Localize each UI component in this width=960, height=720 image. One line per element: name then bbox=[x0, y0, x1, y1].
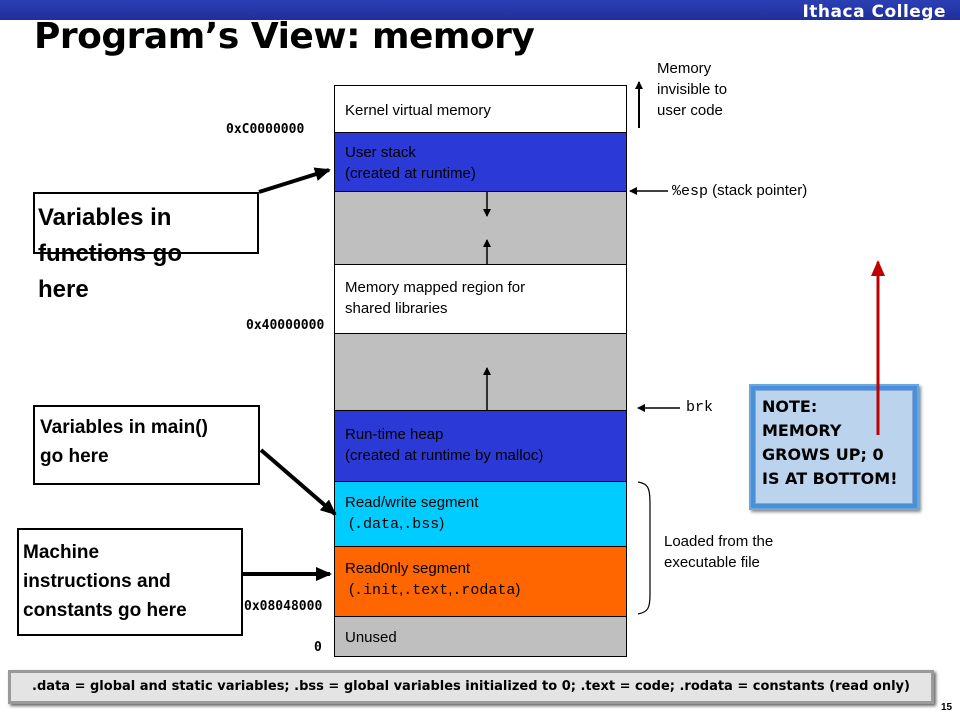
callout-functions-line3: here bbox=[38, 276, 89, 303]
rw-data: .data bbox=[354, 516, 400, 533]
rw-label: Read/write segment bbox=[345, 494, 479, 511]
rw-sep: , bbox=[399, 515, 404, 532]
page-number: 15 bbox=[941, 702, 953, 713]
mmap-sublabel: shared libraries bbox=[345, 300, 448, 317]
segment-gap-lower bbox=[334, 333, 627, 411]
invisible-note: Memory invisible to user code bbox=[657, 58, 727, 121]
loaded-brace bbox=[637, 481, 651, 615]
rw-paren-close: ) bbox=[439, 515, 445, 532]
slide-title: Program’s View: memory bbox=[34, 16, 535, 57]
rw-sections: (.data,.bss) bbox=[345, 513, 626, 535]
heap-sublabel: (created at runtime by malloc) bbox=[345, 447, 544, 464]
address-shared-libs: 0x40000000 bbox=[246, 318, 325, 333]
unused-label: Unused bbox=[345, 629, 397, 646]
ro-sep1: , bbox=[399, 581, 404, 598]
segment-read-write: Read/write segment (.data,.bss) bbox=[334, 481, 627, 547]
address-zero: 0 bbox=[314, 640, 322, 655]
address-program-start: 0x08048000 bbox=[244, 599, 323, 614]
ro-label: Read0nly segment bbox=[345, 560, 471, 577]
address-kernel-boundary: 0xC0000000 bbox=[226, 122, 305, 137]
rw-paren-open: ( bbox=[349, 515, 354, 532]
callout-functions-line2: functions go bbox=[38, 240, 182, 267]
loaded-note: Loaded from the executable file bbox=[664, 531, 773, 573]
note-line3: GROWS UP; 0 bbox=[762, 445, 884, 464]
stack-label: User stack bbox=[345, 144, 416, 161]
ro-paren-close: ) bbox=[515, 581, 521, 598]
main-callout-arrow bbox=[259, 448, 337, 516]
segment-gap-upper bbox=[334, 191, 627, 265]
ro-text: .text bbox=[403, 582, 449, 599]
header-bar bbox=[0, 0, 960, 20]
rw-bss: .bss bbox=[403, 516, 440, 533]
mmap-label: Memory mapped region for bbox=[345, 279, 526, 296]
invisible-note-line2: invisible to bbox=[657, 81, 728, 98]
loaded-note-line1: Loaded from the bbox=[664, 533, 774, 550]
callout-functions-text: Variables in functions go here bbox=[38, 200, 182, 308]
callout-main: Variables in main() go here bbox=[33, 405, 260, 485]
segment-mmap: Memory mapped region for shared librarie… bbox=[334, 264, 627, 334]
footnote-text: .data = global and static variables; .bs… bbox=[11, 673, 931, 701]
ro-paren-open: ( bbox=[349, 581, 354, 598]
ro-init: .init bbox=[354, 582, 400, 599]
ro-sections: (.init,.text,.rodata) bbox=[345, 579, 626, 601]
ro-rodata: .rodata bbox=[452, 582, 516, 599]
invisible-note-line3: user code bbox=[657, 102, 723, 119]
segment-unused: Unused bbox=[334, 616, 627, 657]
brand-logo: Ithaca College bbox=[802, 2, 946, 22]
note-line4: IS AT BOTTOM! bbox=[762, 469, 898, 488]
functions-callout-arrow bbox=[258, 167, 331, 194]
ro-sep2: , bbox=[448, 581, 453, 598]
callout-machine-line1: Machine bbox=[23, 542, 100, 563]
note-line2: MEMORY bbox=[762, 421, 842, 440]
segment-user-stack: User stack (created at runtime) bbox=[334, 132, 627, 192]
brk-label: brk bbox=[686, 399, 714, 416]
callout-functions-line1: Variables in bbox=[38, 204, 172, 231]
note-content: NOTE: MEMORY GROWS UP; 0 IS AT BOTTOM! bbox=[755, 390, 913, 504]
loaded-note-line2: executable file bbox=[664, 554, 760, 571]
esp-register: %esp bbox=[672, 183, 709, 200]
segment-heap: Run-time heap (created at runtime by mal… bbox=[334, 410, 627, 482]
note-box: NOTE: MEMORY GROWS UP; 0 IS AT BOTTOM! bbox=[749, 384, 919, 510]
callout-functions bbox=[33, 192, 259, 254]
invisible-note-line1: Memory bbox=[657, 60, 712, 77]
callout-machine-line2: instructions and bbox=[23, 571, 171, 592]
esp-description: (stack pointer) bbox=[708, 182, 808, 199]
stack-sublabel: (created at runtime) bbox=[345, 165, 476, 182]
note-line1: NOTE: bbox=[762, 397, 818, 416]
callout-machine: Machine instructions and constants go he… bbox=[17, 528, 243, 636]
callout-main-line2: go here bbox=[40, 446, 109, 467]
segment-kernel-label: Kernel virtual memory bbox=[345, 102, 491, 119]
esp-label: %esp (stack pointer) bbox=[672, 182, 807, 200]
heap-label: Run-time heap bbox=[345, 426, 444, 443]
callout-machine-line3: constants go here bbox=[23, 600, 187, 621]
footnote-box: .data = global and static variables; .bs… bbox=[8, 670, 934, 704]
callout-main-line1: Variables in main() bbox=[40, 417, 208, 438]
segment-read-only: Read0nly segment (.init,.text,.rodata) bbox=[334, 546, 627, 617]
